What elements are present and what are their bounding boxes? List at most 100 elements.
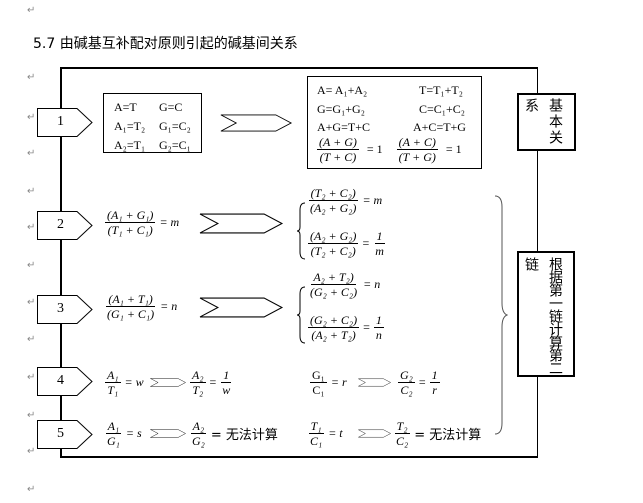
eq: G=C [159,100,183,114]
fraction: (A₁ + T₁)(G₁ + C₁) [105,292,156,321]
eq: T=T₁+T₂ [419,83,463,97]
chevron-arrow-icon [195,297,287,318]
numerator: A₁ [105,368,121,383]
label-text: 链 [523,257,539,273]
eq: = r [330,375,347,389]
fraction: (T₂ + C₂)(A₂ + G₂) [308,186,358,215]
right-brace-icon [494,195,508,435]
eq: A+G=T+C [317,120,370,134]
eq: = n [363,277,381,291]
denominator: C₁ [312,383,325,397]
tag-label: 1 [57,114,64,129]
paragraph-mark: ↵ [27,72,36,83]
denominator: G₁ [107,434,120,448]
numerator: (A + C) [396,135,438,150]
paragraph-mark: ↵ [27,186,36,197]
eq: C=C₁+C₂ [419,102,465,116]
paragraph-mark: ↵ [27,5,36,16]
denominator: (T₁ + C₁) [107,223,153,237]
denominator: T₂ [192,383,204,397]
label-text: 基本关 [547,98,563,146]
chevron-arrow-icon [358,377,391,388]
denominator: (G₁ + C₁) [107,307,155,321]
denominator: C₂ [396,434,409,448]
chevron-arrow-icon [150,377,186,388]
eq: A= A₁+A₂ [317,83,368,97]
fraction: (A + C)(T + G) [396,135,438,164]
paragraph-mark: ↵ [27,446,36,457]
step-tag-1: 1 [37,108,93,137]
step-tag-3: 3 [37,295,93,324]
denominator: T₁ [107,383,119,397]
numerator: G₁ [310,368,327,383]
numerator: (A + G) [317,135,359,150]
paragraph-mark: ↵ [27,484,36,495]
eq: = 无法计算 [414,428,482,443]
row-3-result-1: A₂ + T₂)(G₂ + C₂) = n [308,270,380,299]
row-2-formula: (A₁ + G₁)(T₁ + C₁)= m [105,208,179,237]
denominator: C₁ [310,434,323,448]
eq: = [418,375,426,389]
paragraph-mark: ↵ [27,222,36,233]
left-brace-icon [296,202,306,260]
eq: G₁=C₂ [159,119,191,133]
eq: = 无法计算 [210,428,278,443]
eq: A=T [114,100,137,114]
row-3-formula: (A₁ + T₁)(G₁ + C₁)= n [105,292,177,321]
numerator: A₂ [190,368,206,383]
eq: = 1 [445,142,462,156]
denominator: n [375,328,382,342]
row-2-result-1: (T₂ + C₂)(A₂ + G₂)= m [308,186,382,215]
eq: G₂=C₁ [159,138,191,152]
numerator: T₁ [308,419,324,434]
numerator: (T₂ + C₂) [308,186,358,201]
eq: A₂=T₁ [114,138,146,152]
paragraph-mark: ↵ [27,334,36,345]
eq: = [363,320,370,334]
numerator: 1 [221,368,232,383]
label-text: 根据第一链计算第二 [547,257,563,374]
fraction: (A + G)(T + C) [317,135,359,164]
denominator: (T₂ + C₂) [310,244,356,258]
numerator: A₂ + T₂) [311,270,356,285]
step-tag-4: 4 [37,367,93,396]
denominator: m [375,244,384,258]
denominator: r [432,383,437,397]
eq: = m [159,215,180,229]
numerator: (G₂ + C₂) [308,313,360,328]
denominator: w [222,383,231,397]
numerator: T₂ [394,419,410,434]
denominator: C₂ [400,383,413,397]
paragraph-mark: ↵ [27,410,36,421]
denominator: (G₂ + C₂) [310,285,358,299]
step-tag-5: 5 [37,420,93,449]
numerator: 1 [373,313,384,328]
eq: G=G₁+G₂ [317,102,365,116]
numerator: A₂ [190,419,207,434]
eq: A₁=T₂ [114,119,146,133]
step-tag-2: 2 [37,211,93,240]
basic-relations-label: 基本关 系 [517,93,576,151]
basic-pairing-box: A=T G=C A₁=T₂ G₁=C₂ A₂=T₁ G₂=C₁ [103,93,202,153]
paragraph-mark: ↵ [27,260,36,271]
paragraph-mark: ↵ [27,112,36,123]
